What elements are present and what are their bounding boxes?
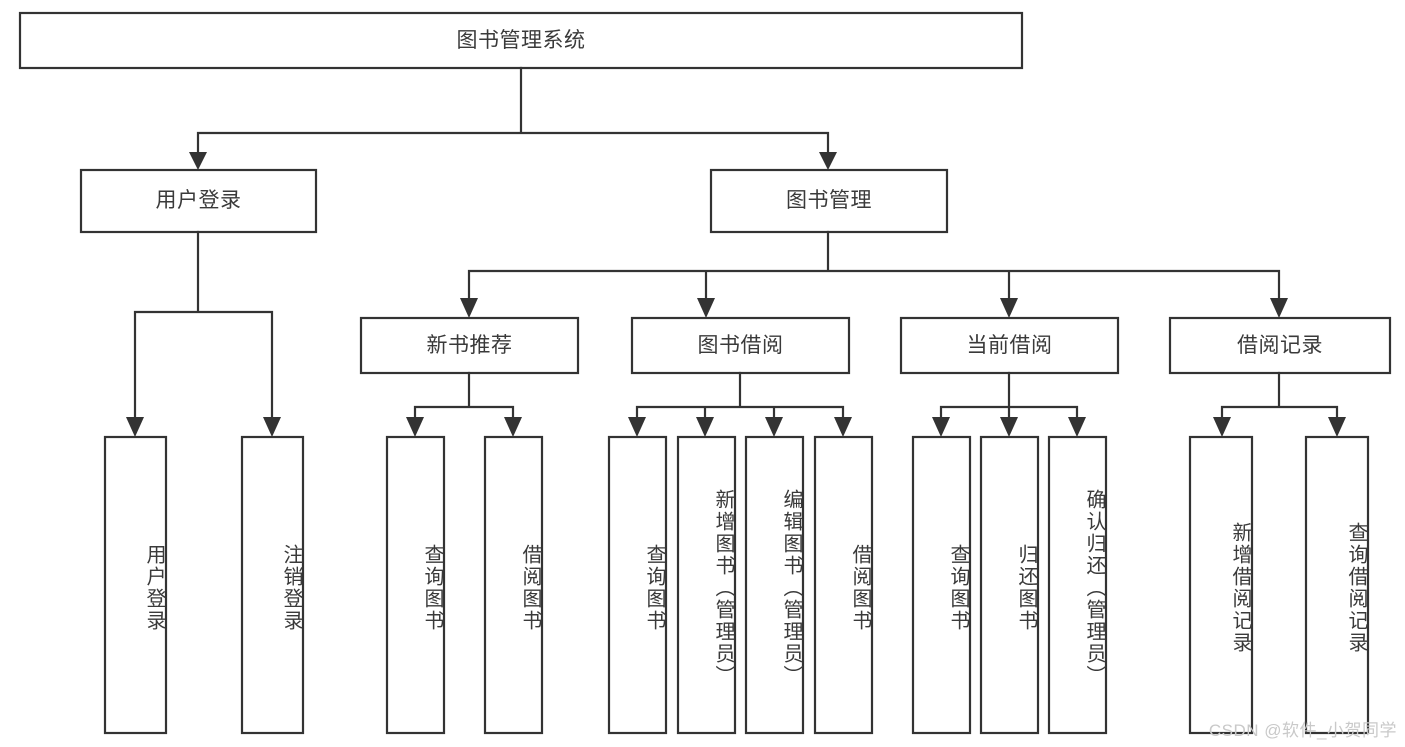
arrow-level3-1 [697, 298, 715, 318]
node-box-borrow-record[interactable] [1168, 316, 1392, 375]
connector-book-borrow-bus [635, 371, 845, 422]
node-box-leaf-new-book-1[interactable] [483, 435, 544, 735]
csdn-watermark: CSDN @软件_小贺同学 [1208, 721, 1397, 740]
arrow-leaf-borrow-record-1 [1328, 417, 1346, 437]
arrow-leaf-book-borrow-1 [696, 417, 714, 437]
connector-borrow-record-bus [1220, 371, 1339, 422]
arrow-leaf-book-borrow-0 [628, 417, 646, 437]
node-box-book-borrow[interactable] [630, 316, 851, 375]
arrow-leaf-new-book-0 [406, 417, 424, 437]
node-box-user-login[interactable] [79, 168, 318, 234]
arrow-leaf-book-borrow-3 [834, 417, 852, 437]
arrow-user-login [189, 152, 207, 170]
arrow-level3-3 [1270, 298, 1288, 318]
connector-book-manage-bus [467, 230, 1281, 303]
arrow-leaf-current-borrow-1 [1000, 417, 1018, 437]
arrow-book-manage [819, 152, 837, 170]
arrow-leaf-user-login-1 [263, 417, 281, 437]
arrow-leaf-current-borrow-2 [1068, 417, 1086, 437]
arrow-leaf-user-login-0 [126, 417, 144, 437]
connector-user-login-bus [133, 230, 274, 422]
node-box-root[interactable] [18, 11, 1024, 70]
node-box-leaf-current-borrow-2[interactable] [1047, 435, 1108, 735]
arrow-level3-2 [1000, 298, 1018, 318]
node-box-leaf-borrow-record-1[interactable] [1304, 435, 1370, 735]
node-box-new-book-recommend[interactable] [359, 316, 580, 375]
node-box-leaf-book-borrow-1[interactable] [676, 435, 737, 735]
node-box-leaf-book-borrow-0[interactable] [607, 435, 668, 735]
node-box-leaf-current-borrow-1[interactable] [979, 435, 1040, 735]
arrow-leaf-new-book-1 [504, 417, 522, 437]
connector-root-bus [196, 66, 830, 157]
node-box-book-manage[interactable] [709, 168, 949, 234]
node-box-leaf-book-borrow-2[interactable] [744, 435, 805, 735]
node-box-leaf-user-login-0[interactable] [103, 435, 168, 735]
connector-new-book-bus [413, 371, 515, 422]
node-box-current-borrow[interactable] [899, 316, 1120, 375]
arrow-leaf-current-borrow-0 [932, 417, 950, 437]
arrow-level3-0 [460, 298, 478, 318]
node-box-leaf-current-borrow-0[interactable] [911, 435, 972, 735]
node-box-leaf-borrow-record-0[interactable] [1188, 435, 1254, 735]
arrow-leaf-book-borrow-2 [765, 417, 783, 437]
node-box-leaf-book-borrow-3[interactable] [813, 435, 874, 735]
node-box-leaf-user-login-1[interactable] [240, 435, 305, 735]
connector-current-borrow-bus [939, 371, 1079, 422]
arrow-leaf-borrow-record-0 [1213, 417, 1231, 437]
node-box-leaf-new-book-0[interactable] [385, 435, 446, 735]
